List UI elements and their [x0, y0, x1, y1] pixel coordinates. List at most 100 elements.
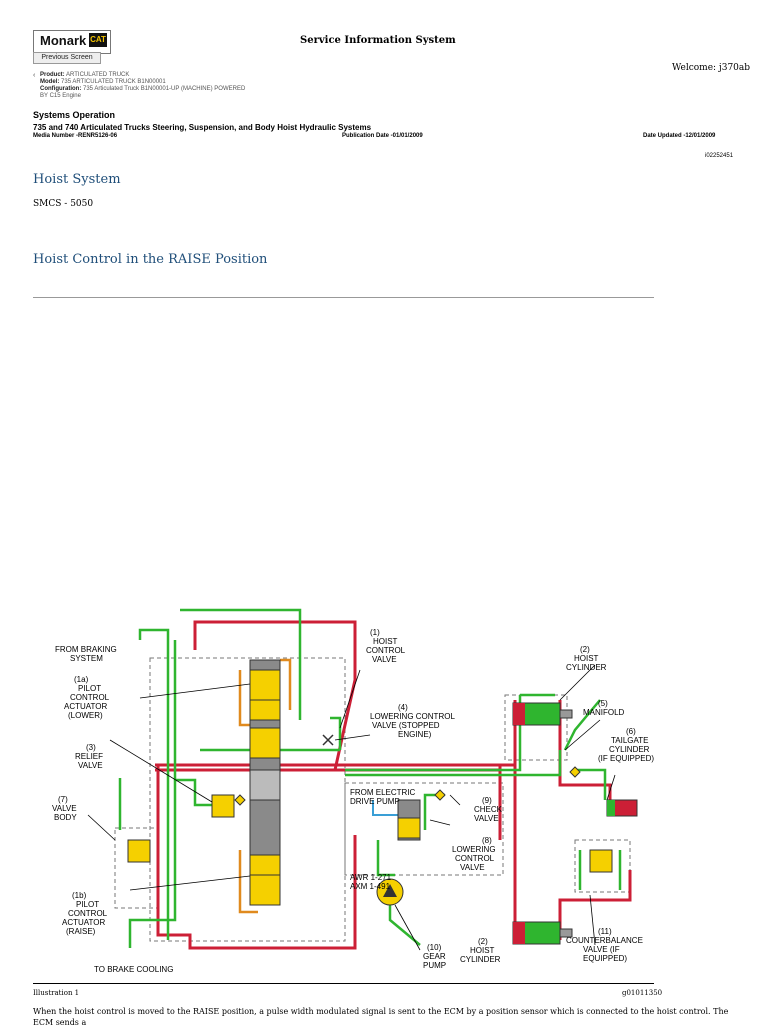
label-4-1: LOWERING CONTROL [370, 712, 455, 721]
actuator-lower-bottom [249, 699, 281, 721]
model-value: 735 ARTICULATED TRUCK B1N00001 [61, 79, 166, 85]
label-11-0: (11) [598, 927, 612, 936]
relief-valve [211, 794, 235, 818]
hoist-hydraulic-diagram: FROM BRAKING SYSTEM (1a) PILOT CONTROL A… [52, 608, 654, 974]
label-from-braking-2: SYSTEM [70, 654, 103, 663]
actuator-lower-top [249, 669, 281, 701]
label-5-1: MANIFOLD [583, 708, 625, 717]
document-id: i02252451 [705, 153, 734, 159]
label-1b-0: (1b) [72, 891, 87, 900]
label-8-1: LOWERING [452, 845, 496, 854]
divider [33, 297, 654, 298]
label-2t-2: CYLINDER [566, 663, 607, 672]
label-2b-0: (2) [478, 937, 488, 946]
label-6-2: CYLINDER [609, 745, 650, 754]
label-11-2: VALVE (IF [583, 945, 620, 954]
document-subtitle: 735 and 740 Articulated Trucks Steering,… [33, 123, 372, 132]
actuator-raise-top [249, 854, 281, 876]
lowering-control-valve-section [397, 817, 421, 839]
welcome-text: Welcome: j370ab [672, 63, 751, 73]
config-value: 735 Articulated Truck B1N00001-UP (MACHI… [83, 86, 246, 92]
label-10-0: (10) [427, 943, 442, 952]
label-4-3: ENGINE) [398, 730, 432, 739]
actuator-raise-bottom [249, 874, 281, 906]
pressure-lines [155, 620, 632, 950]
label-1b-1: PILOT [76, 900, 99, 909]
label-1-1: HOIST [373, 637, 398, 646]
product-value: ARTICULATED TRUCK [66, 72, 130, 78]
label-1a-2: CONTROL [70, 693, 110, 702]
label-6-1: TAILGATE [611, 736, 649, 745]
label-from-electric-0: FROM ELECTRIC [350, 788, 416, 797]
label-1-0: (1) [370, 628, 380, 637]
check-valve-9 [434, 789, 446, 801]
check-valve-manifold [569, 766, 581, 778]
leader-lines [87, 664, 616, 951]
label-11-1: COUNTERBALANCE [566, 936, 643, 945]
product-label: Product: [40, 72, 65, 78]
label-1a-4: (LOWER) [68, 711, 103, 720]
label-1b-3: ACTUATOR [62, 918, 105, 927]
label-1b-4: (RAISE) [66, 927, 96, 936]
label-1-3: VALVE [372, 655, 397, 664]
config-label: Configuration: [40, 86, 82, 92]
label-9-0: (9) [482, 796, 492, 805]
tailgate-cylinder-end [607, 800, 615, 816]
counterbalance-valve [589, 849, 613, 873]
valve-body-element [127, 839, 151, 863]
pump-arrow [383, 884, 397, 897]
label-2t-1: HOIST [574, 654, 599, 663]
svg-text:FROM BRAKING: FROM BRAKING [55, 645, 117, 654]
valve-body-outline [114, 827, 158, 909]
date-updated: Date Updated -12/01/2009 [643, 133, 716, 139]
label-1a-1: PILOT [78, 684, 101, 693]
illustration-label: Illustration 1 [33, 989, 80, 997]
label-from-electric-1: DRIVE PUMP [350, 797, 400, 806]
label-3-0: (3) [86, 743, 96, 752]
label-6-0: (6) [626, 727, 636, 736]
previous-screen-button[interactable]: Previous Screen [33, 52, 101, 64]
label-5-0: (5) [598, 699, 608, 708]
back-chevron-icon[interactable]: ‹ [33, 72, 36, 79]
illustration-divider [33, 983, 654, 984]
label-10-2: PUMP [423, 961, 446, 970]
counterbalance-outline [574, 839, 631, 893]
check-valve-1 [234, 794, 246, 806]
label-3-1: RELIEF [75, 752, 103, 761]
label-axm: AXM 1-491 [350, 882, 391, 891]
svg-text:SYSTEM: SYSTEM [70, 654, 103, 663]
subheading: Hoist Control in the RAISE Position [33, 252, 268, 267]
label-8-0: (8) [482, 836, 492, 845]
label-7-0: (7) [58, 795, 68, 804]
label-1a-3: ACTUATOR [64, 702, 107, 711]
diagram-labels: FROM BRAKING SYSTEM (1a) PILOT CONTROL A… [52, 628, 654, 974]
label-2t-0: (2) [580, 645, 590, 654]
label-from-braking-1: FROM BRAKING [55, 645, 117, 654]
supply-line [372, 800, 400, 816]
hoist-cylinder-top-head [513, 703, 525, 725]
return-lines [118, 608, 622, 948]
label-1-2: CONTROL [366, 646, 406, 655]
page-heading: Hoist System [33, 172, 121, 187]
config-value-2: BY C15 Engine [40, 93, 81, 99]
label-10-1: GEAR [423, 952, 446, 961]
label-8-3: VALVE [460, 863, 485, 872]
graphic-id: g01011350 [622, 989, 663, 997]
model-label: Model: [40, 79, 60, 85]
media-number: Media Number -RENR5126-06 [33, 133, 118, 139]
smcs-code: SMCS - 5050 [33, 199, 94, 209]
lowering-valve-outline [344, 782, 504, 876]
brand-name: Monark [40, 33, 87, 48]
label-9-1: CHECK [474, 805, 503, 814]
hoist-cylinder-bottom-rod [559, 928, 573, 938]
section-title: Systems Operation [33, 110, 116, 120]
label-6-3: (IF EQUIPPED) [598, 754, 654, 763]
publication-date: Publication Date -01/01/2009 [342, 133, 423, 139]
app-title: Service Information System [300, 35, 456, 46]
label-7-1: VALVE [52, 804, 77, 813]
hoist-valve-outline [149, 657, 346, 942]
body-paragraph: When the hoist control is moved to the R… [33, 1007, 729, 1027]
label-11-3: EQUIPPED) [583, 954, 627, 963]
label-4-0: (4) [398, 703, 408, 712]
product-info: Product: ARTICULATED TRUCK Model: 735 AR… [40, 72, 245, 100]
